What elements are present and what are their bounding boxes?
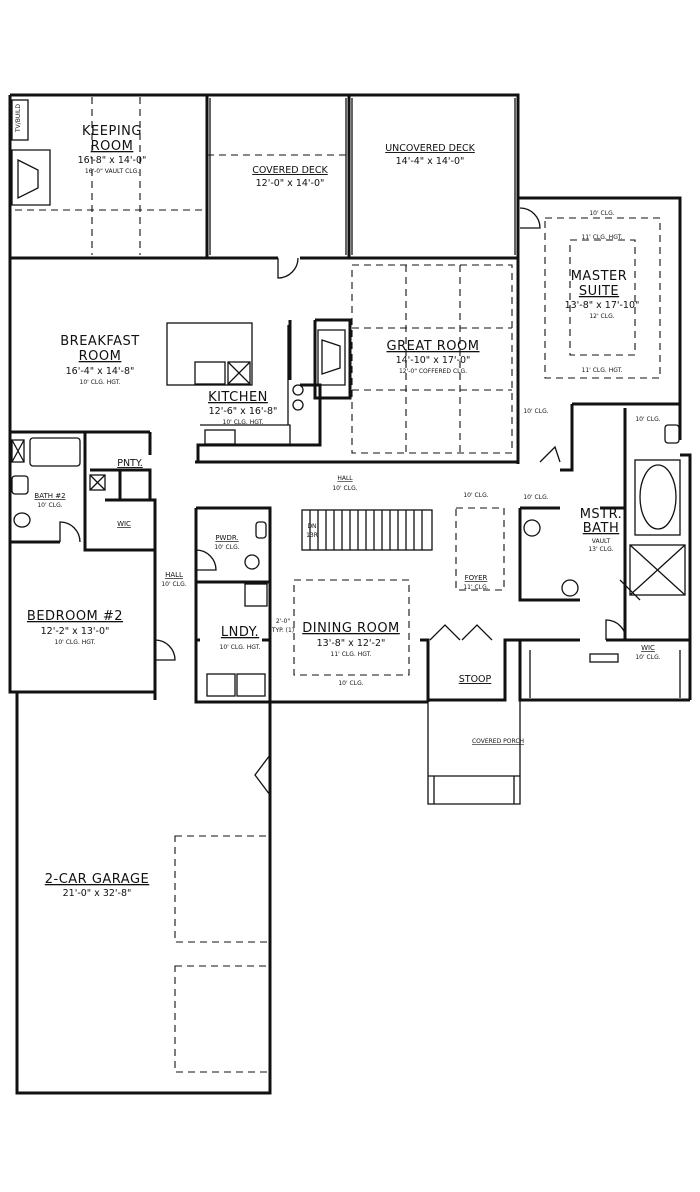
kitchen-dim: 12'-6" x 16'-8" — [209, 406, 278, 417]
keeping-room-label-2: ROOM — [91, 139, 134, 154]
master-bath-label-2: BATH — [583, 521, 620, 536]
dining-note-1: 2'-0" — [276, 618, 290, 625]
pantry-label: PNTY. — [117, 458, 143, 469]
master-bath-clg: 13' CLG. — [588, 546, 613, 553]
interior-walls — [10, 318, 690, 704]
garage-label: 2-CAR GARAGE — [45, 872, 150, 887]
kitchen-clg: 10' CLG. HGT. — [223, 419, 264, 426]
powder-label: PWDR. — [215, 534, 238, 542]
tv-build-label: TV/BUILD — [15, 104, 22, 133]
keeping-room-dim: 16'-8" x 14'-0" — [78, 155, 147, 166]
breakfast-room-clg: 10' CLG. HGT. — [80, 379, 121, 386]
great-room-label: GREAT ROOM — [387, 339, 480, 354]
covered-deck-dim: 12'-0" x 14'-0" — [256, 178, 325, 189]
foyer-clg-right: 10' CLG. — [523, 494, 548, 501]
wic-right-label: WIC — [641, 644, 655, 652]
exterior-walls — [8, 93, 692, 1095]
hall-top-clg: 10' CLG. — [332, 485, 357, 492]
doors — [59, 207, 641, 796]
clg-10-b: 10' CLG. — [635, 416, 660, 423]
ceiling-lines — [15, 97, 661, 1090]
uncovered-deck-dim: 14'-4" x 14'-0" — [396, 156, 465, 167]
master-clg-bottom: 11' CLG. HGT. — [582, 367, 623, 374]
dining-room-dim: 13'-8" x 12'-2" — [317, 638, 386, 649]
master-suite-label-2: SUITE — [579, 284, 619, 299]
clg-10-a: 10' CLG. — [523, 408, 548, 415]
master-clg-hgt: 11' CLG. HGT. — [582, 234, 623, 241]
stoop-label: STOOP — [459, 674, 492, 685]
master-suite-clg: 12' CLG. — [589, 313, 614, 320]
keeping-room-clg: 16'-0" VAULT CLG. — [85, 168, 139, 175]
hall-top-label: HALL — [337, 475, 353, 482]
keeping-room-label-1: KEEPING — [82, 124, 142, 139]
dining-room-label: DINING ROOM — [302, 621, 400, 636]
covered-deck-label: COVERED DECK — [252, 165, 328, 176]
breakfast-room-dim: 16'-4" x 14'-8" — [66, 366, 135, 377]
kitchen-label: KITCHEN — [208, 390, 268, 405]
bath2-clg: 10' CLG. — [37, 502, 62, 509]
foyer-label: FOYER — [465, 574, 488, 582]
dining-clg-bottom: 10' CLG. — [338, 680, 363, 687]
great-room-clg: 12'-0" COFFERED CLG. — [399, 368, 467, 375]
foyer-clg: 11' CLG. — [463, 584, 488, 591]
powder-clg: 10' CLG. — [214, 544, 239, 551]
garage-dim: 21'-0" x 32'-8" — [63, 888, 132, 899]
hall-left-label: HALL — [165, 571, 183, 579]
uncovered-deck-label: UNCOVERED DECK — [385, 143, 475, 154]
bath2-label: BATH #2 — [34, 492, 65, 500]
breakfast-room-label-1: BREAKFAST — [60, 334, 139, 349]
bedroom2-label: BEDROOM #2 — [27, 609, 123, 624]
dining-room-clg: 11' CLG. HGT. — [331, 651, 372, 658]
master-clg-top: 10' CLG. — [589, 210, 614, 217]
wic-left-label: WIC — [117, 520, 131, 528]
hall-left-clg: 10' CLG. — [161, 581, 186, 588]
master-bath-vault: VAULT — [592, 538, 611, 545]
fixtures — [11, 99, 686, 698]
laundry-clg: 10' CLG. HGT. — [220, 644, 261, 651]
master-suite-dim: 13'-8" x 17'-10" — [565, 300, 640, 311]
breakfast-room-label-2: ROOM — [79, 349, 122, 364]
great-room-dim: 14'-10" x 17'-0" — [396, 355, 471, 366]
stairs-risers: 13R — [306, 532, 318, 539]
foyer-clg-top: 10' CLG. — [463, 492, 488, 499]
bedroom2-clg: 10' CLG. HGT. — [55, 639, 96, 646]
laundry-label: LNDY. — [221, 625, 259, 640]
master-suite-label-1: MASTER — [571, 269, 628, 284]
room-labels: TV/BUILD KEEPING ROOM 16'-8" x 14'-0" 16… — [15, 104, 661, 899]
wic-right-clg: 10' CLG. — [635, 654, 660, 661]
dining-note-2: TYP. (1) — [271, 627, 294, 634]
covered-porch-label: COVERED PORCH — [472, 738, 524, 745]
stairs-dn: DN — [307, 523, 316, 530]
bedroom2-dim: 12'-2" x 13'-0" — [41, 626, 110, 637]
master-bath-label-1: MSTR. — [580, 507, 623, 522]
